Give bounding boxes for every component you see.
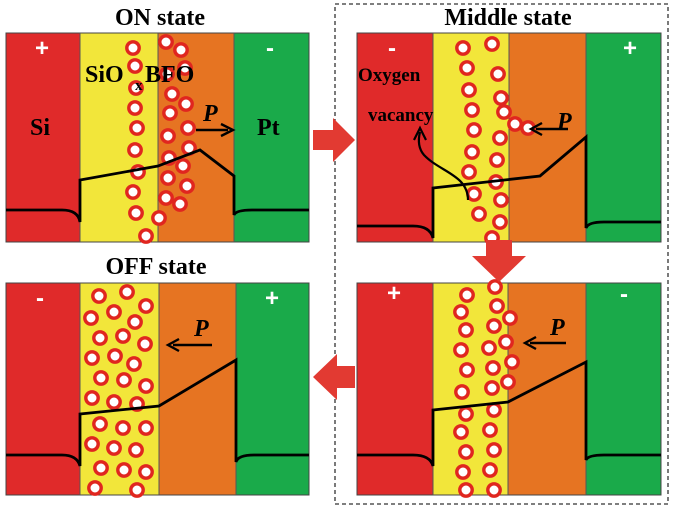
off-state-panel: OFF state - + P: [5, 254, 310, 498]
bfo-layer: [159, 283, 236, 495]
bfo-layer: [509, 33, 586, 242]
off-state-title: OFF state: [105, 254, 206, 280]
band-diagram-line: [6, 148, 309, 223]
pt-layer: [234, 33, 309, 242]
oxygen-vacancy-label-line2: vacancy: [368, 105, 434, 126]
siox-layer: [80, 33, 158, 242]
si-layer: [357, 33, 433, 242]
transition-arrow-down: [472, 240, 526, 282]
plus-sign: +: [35, 35, 49, 62]
polarization-label: P: [549, 315, 565, 341]
siox-label: SiO: [85, 62, 124, 88]
polarization-arrow-right: [196, 122, 236, 138]
plus-sign: +: [387, 280, 401, 307]
polarization-arrow-left: [528, 121, 568, 137]
si-layer: [357, 283, 433, 495]
plus-sign: +: [265, 285, 279, 312]
pt-layer: [236, 283, 309, 495]
transition-arrow-right: [313, 118, 355, 162]
si-layer: [6, 33, 80, 242]
oxygen-vacancy-label-line1: Oxygen: [358, 65, 421, 86]
off-panel-border: [5, 282, 310, 496]
bfo-layer: [508, 283, 586, 495]
polarization-arrow-left: [165, 337, 212, 353]
minus-sign: -: [388, 35, 396, 62]
middle-state-dashed-frame: [334, 3, 669, 505]
middle-state-top-panel: Middle state - + Oxygen vacancy: [356, 5, 662, 246]
pt-layer: [586, 33, 661, 242]
polarization-label: P: [193, 316, 209, 342]
minus-sign: -: [266, 35, 274, 62]
band-diagram-line: [6, 357, 309, 467]
pt-layer: [586, 283, 661, 495]
polarization-arrow-left: [522, 335, 566, 351]
middle-state-bottom-panel: + - P: [356, 279, 662, 498]
polarization-label: P: [556, 109, 572, 135]
minus-sign: -: [36, 285, 44, 312]
band-diagram-line: [357, 133, 661, 239]
on-state-panel: ON state + - Si SiO x BFO Pt P: [5, 5, 310, 244]
siox-subscript: x: [135, 78, 143, 94]
bfo-label: BFO: [145, 62, 194, 88]
si-label: Si: [30, 115, 50, 141]
transition-arrow-left: [313, 354, 355, 400]
band-diagram-line: [357, 359, 661, 467]
polarization-label: P: [202, 101, 218, 127]
minus-sign: -: [620, 281, 628, 308]
pt-label: Pt: [257, 115, 280, 141]
on-state-title: ON state: [115, 5, 205, 31]
plus-sign: +: [623, 35, 637, 62]
middle-bottom-panel-border: [356, 282, 662, 496]
middle-state-title: Middle state: [444, 5, 572, 31]
si-layer: [6, 283, 80, 495]
